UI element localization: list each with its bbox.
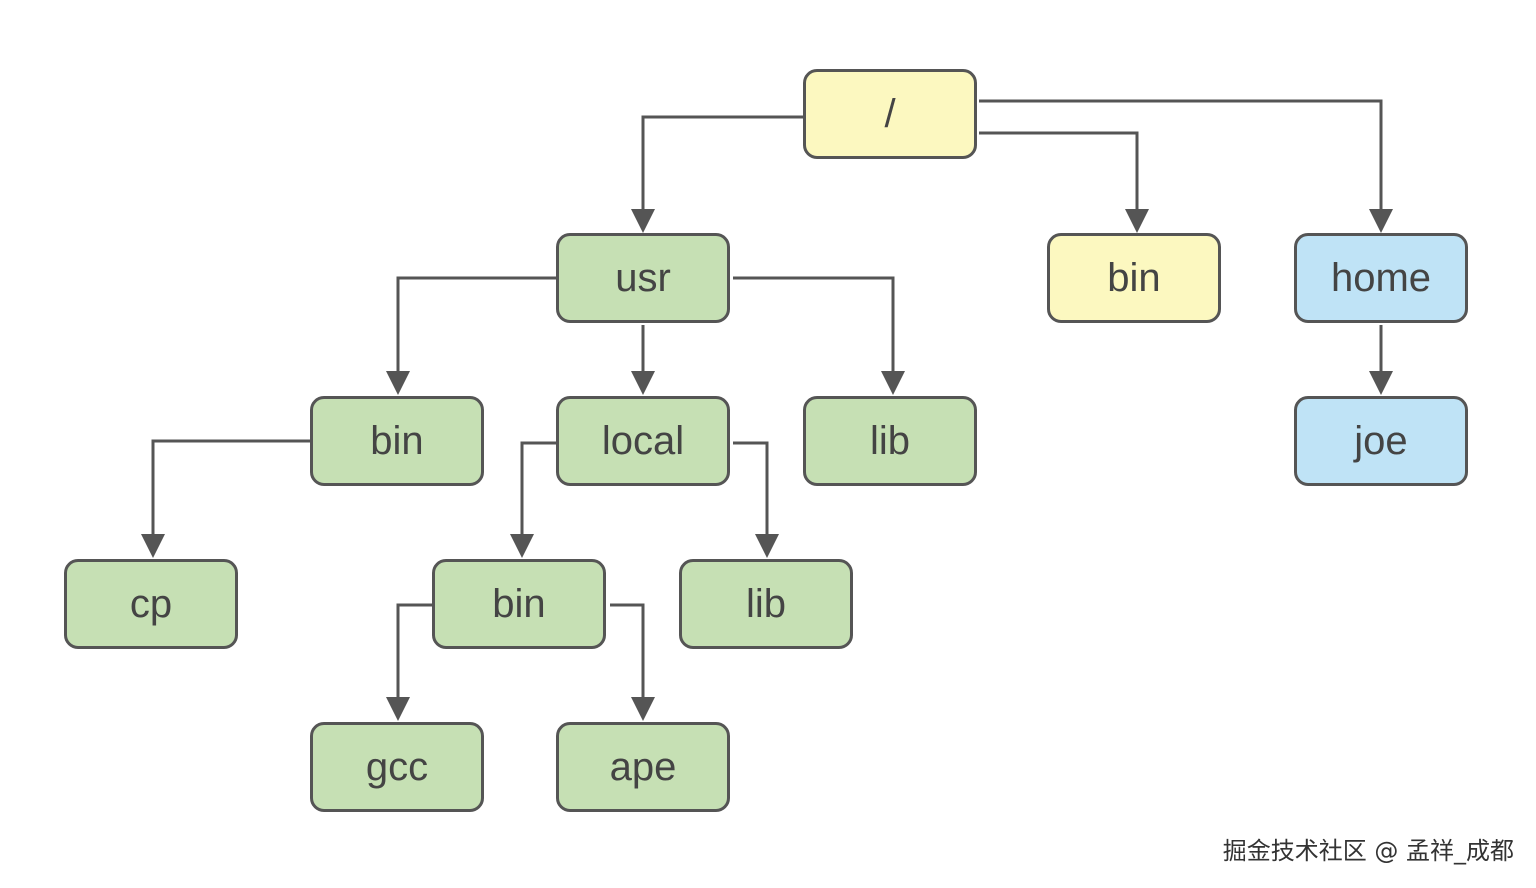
edge-root-home bbox=[979, 99, 1393, 233]
node-local-bin[interactable]: bin bbox=[432, 559, 606, 649]
node-cp[interactable]: cp bbox=[64, 559, 238, 649]
node-home-label: home bbox=[1330, 255, 1432, 300]
edge-usr-lib bbox=[733, 276, 905, 395]
node-local-lib[interactable]: lib bbox=[679, 559, 853, 649]
edge-local-lib bbox=[733, 441, 779, 558]
node-usr-bin-label: bin bbox=[370, 418, 424, 463]
node-local-bin-label: bin bbox=[492, 581, 546, 626]
node-usr-lib[interactable]: lib bbox=[803, 396, 977, 486]
node-usr-label: usr bbox=[615, 255, 671, 300]
node-cp-label: cp bbox=[129, 581, 173, 626]
node-usr-lib-label: lib bbox=[869, 418, 911, 463]
edge-usr-bin bbox=[386, 276, 556, 395]
node-root[interactable]: / bbox=[803, 69, 977, 159]
node-usr[interactable]: usr bbox=[556, 233, 730, 323]
node-bin[interactable]: bin bbox=[1047, 233, 1221, 323]
node-joe-label: joe bbox=[1354, 418, 1408, 463]
edge-root-usr bbox=[631, 115, 803, 233]
node-ape[interactable]: ape bbox=[556, 722, 730, 812]
node-gcc-label: gcc bbox=[365, 744, 429, 789]
node-usr-bin[interactable]: bin bbox=[310, 396, 484, 486]
node-bin-label: bin bbox=[1107, 255, 1161, 300]
node-root-label: / bbox=[884, 91, 896, 136]
node-gcc[interactable]: gcc bbox=[310, 722, 484, 812]
edge-local-bin bbox=[510, 441, 556, 558]
edge-usrbin-cp bbox=[141, 439, 310, 558]
edge-localbin-gcc bbox=[386, 603, 432, 721]
node-usr-local[interactable]: local bbox=[556, 396, 730, 486]
edge-localbin-ape bbox=[610, 603, 655, 721]
node-ape-label: ape bbox=[609, 744, 677, 789]
edge-root-bin bbox=[979, 131, 1149, 233]
node-joe[interactable]: joe bbox=[1294, 396, 1468, 486]
node-local-lib-label: lib bbox=[745, 581, 787, 626]
watermark-text: 掘金技术社区 @ 孟祥_成都 bbox=[1222, 837, 1514, 865]
node-usr-local-label: local bbox=[601, 418, 685, 463]
node-home[interactable]: home bbox=[1294, 233, 1468, 323]
